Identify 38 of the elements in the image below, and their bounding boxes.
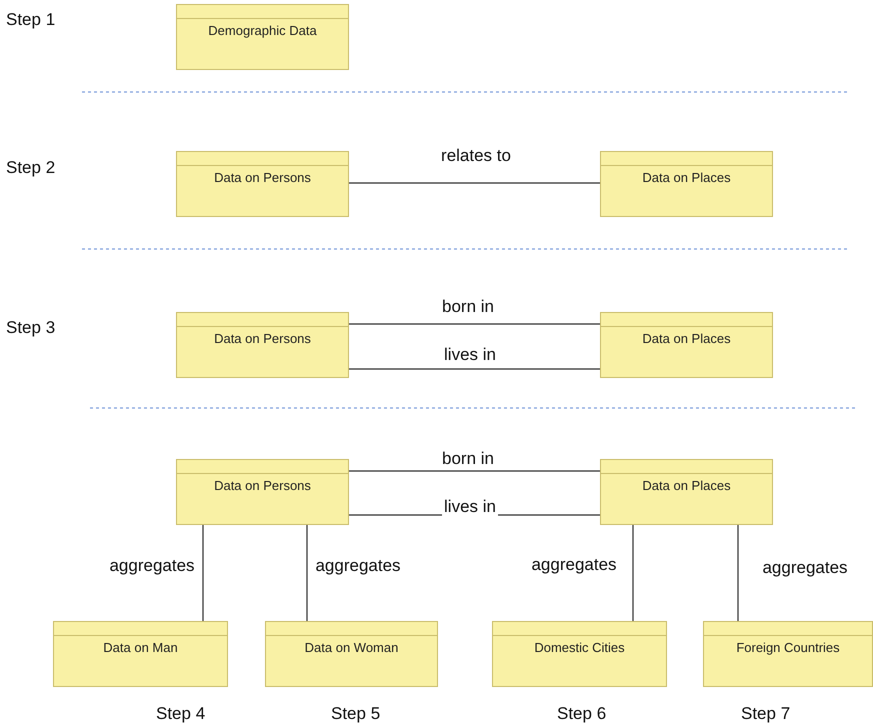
step-label: Step 5 <box>331 704 380 724</box>
connector-line <box>349 470 600 472</box>
entity-box <box>600 459 773 525</box>
entity-name: Foreign Countries <box>735 640 841 655</box>
step-label: Step 7 <box>741 704 790 724</box>
entity-box <box>600 151 773 217</box>
entity-name: Data on Persons <box>213 478 312 493</box>
connector-line <box>632 525 634 621</box>
step-label: Step 3 <box>6 318 56 338</box>
entity-name: Data on Persons <box>213 331 312 346</box>
entity-box <box>176 312 349 378</box>
entity-name: Data on Places <box>641 331 732 346</box>
step-label: Step 1 <box>6 10 56 30</box>
entity-box <box>53 621 228 687</box>
entity-name: Data on Places <box>641 478 732 493</box>
entity-name: Domestic Cities <box>533 640 626 655</box>
entity-name: Data on Places <box>641 170 732 185</box>
entity-name: Data on Persons <box>213 170 312 185</box>
connector-line <box>202 525 204 621</box>
step-label: Step 6 <box>557 704 606 724</box>
entity-box <box>492 621 667 687</box>
connector-line <box>349 323 600 325</box>
connector-line <box>737 525 739 621</box>
entity-name: Demographic Data <box>207 23 318 38</box>
connector-line <box>306 525 308 621</box>
connector-line <box>349 182 600 184</box>
entity-box <box>176 4 349 70</box>
entity-box <box>703 621 873 687</box>
entity-box <box>265 621 438 687</box>
entity-box <box>176 459 349 525</box>
step-label: Step 2 <box>6 158 56 178</box>
connector-line <box>349 368 600 370</box>
entity-name: Data on Woman <box>304 640 400 655</box>
entity-box <box>176 151 349 217</box>
entity-name: Data on Man <box>102 640 179 655</box>
step-label: Step 4 <box>156 704 206 724</box>
entity-box <box>600 312 773 378</box>
edge-label: lives in <box>442 497 498 517</box>
